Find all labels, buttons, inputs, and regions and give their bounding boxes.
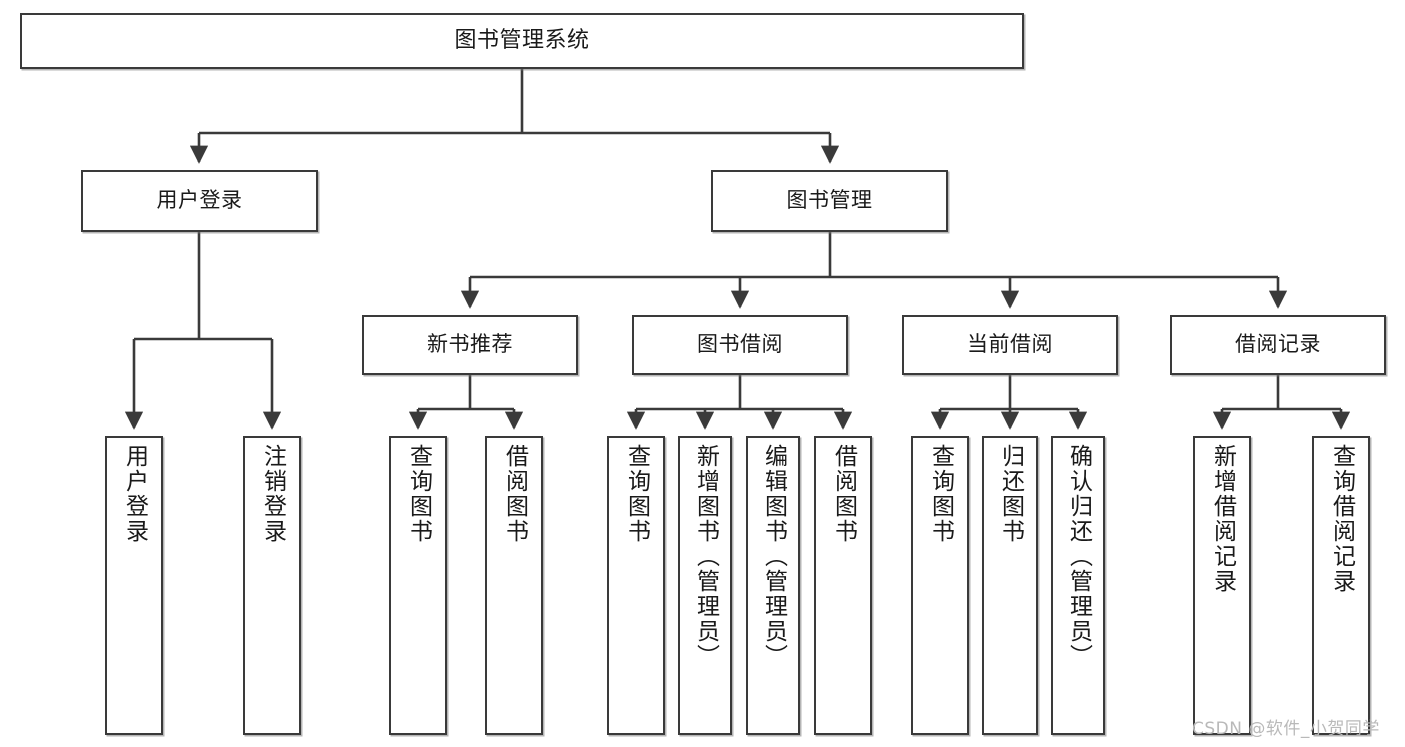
leaf-borrow-edit-book-admin[interactable]: 编辑图书（管理员）	[746, 436, 800, 735]
leaf-record-add-borrow-record[interactable]: 新增借阅记录	[1193, 436, 1251, 735]
leaf-user-login[interactable]: 用户登录	[105, 436, 163, 735]
node-label: 归还图书	[997, 444, 1024, 544]
node-label: 新书推荐	[427, 332, 513, 357]
leaf-current-return-book[interactable]: 归还图书	[982, 436, 1038, 735]
leaf-user-logout[interactable]: 注销登录	[243, 436, 301, 735]
node-label: 查询借阅记录	[1328, 444, 1355, 594]
node-label: 借阅记录	[1235, 332, 1321, 357]
node-label: 查询图书	[927, 444, 954, 544]
node-label: 用户登录	[121, 444, 148, 544]
node-borrow-record[interactable]: 借阅记录	[1170, 315, 1386, 375]
node-new-book-recommend[interactable]: 新书推荐	[362, 315, 578, 375]
leaf-newbook-borrow-book[interactable]: 借阅图书	[485, 436, 543, 735]
leaf-borrow-borrow-book[interactable]: 借阅图书	[814, 436, 872, 735]
csdn-watermark: CSDN @软件_小贺同学	[1192, 719, 1380, 739]
node-label: 确认归还（管理员）	[1065, 444, 1092, 669]
node-label: 借阅图书	[830, 444, 857, 544]
node-label: 新增图书（管理员）	[692, 444, 719, 669]
node-label: 图书管理	[786, 188, 873, 213]
node-label: 编辑图书（管理员）	[760, 444, 787, 669]
node-label: 查询图书	[623, 444, 650, 544]
node-label: 图书借阅	[697, 332, 783, 357]
leaf-current-confirm-return-admin[interactable]: 确认归还（管理员）	[1051, 436, 1105, 735]
node-user-login[interactable]: 用户登录	[81, 170, 318, 232]
node-label: 图书管理系统	[454, 28, 590, 54]
node-label: 用户登录	[156, 188, 243, 213]
node-label: 注销登录	[259, 444, 286, 544]
leaf-newbook-query-book[interactable]: 查询图书	[389, 436, 447, 735]
node-label: 借阅图书	[501, 444, 528, 544]
leaf-borrow-query-book[interactable]: 查询图书	[607, 436, 665, 735]
leaf-record-query-borrow-record[interactable]: 查询借阅记录	[1312, 436, 1370, 735]
leaf-current-query-book[interactable]: 查询图书	[911, 436, 969, 735]
leaf-borrow-add-book-admin[interactable]: 新增图书（管理员）	[678, 436, 732, 735]
node-current-borrow[interactable]: 当前借阅	[902, 315, 1118, 375]
node-label: 查询图书	[405, 444, 432, 544]
node-book-borrow[interactable]: 图书借阅	[632, 315, 848, 375]
node-book-management[interactable]: 图书管理	[711, 170, 948, 232]
node-label: 当前借阅	[967, 332, 1053, 357]
node-root-system[interactable]: 图书管理系统	[20, 13, 1024, 69]
node-label: 新增借阅记录	[1209, 444, 1236, 594]
